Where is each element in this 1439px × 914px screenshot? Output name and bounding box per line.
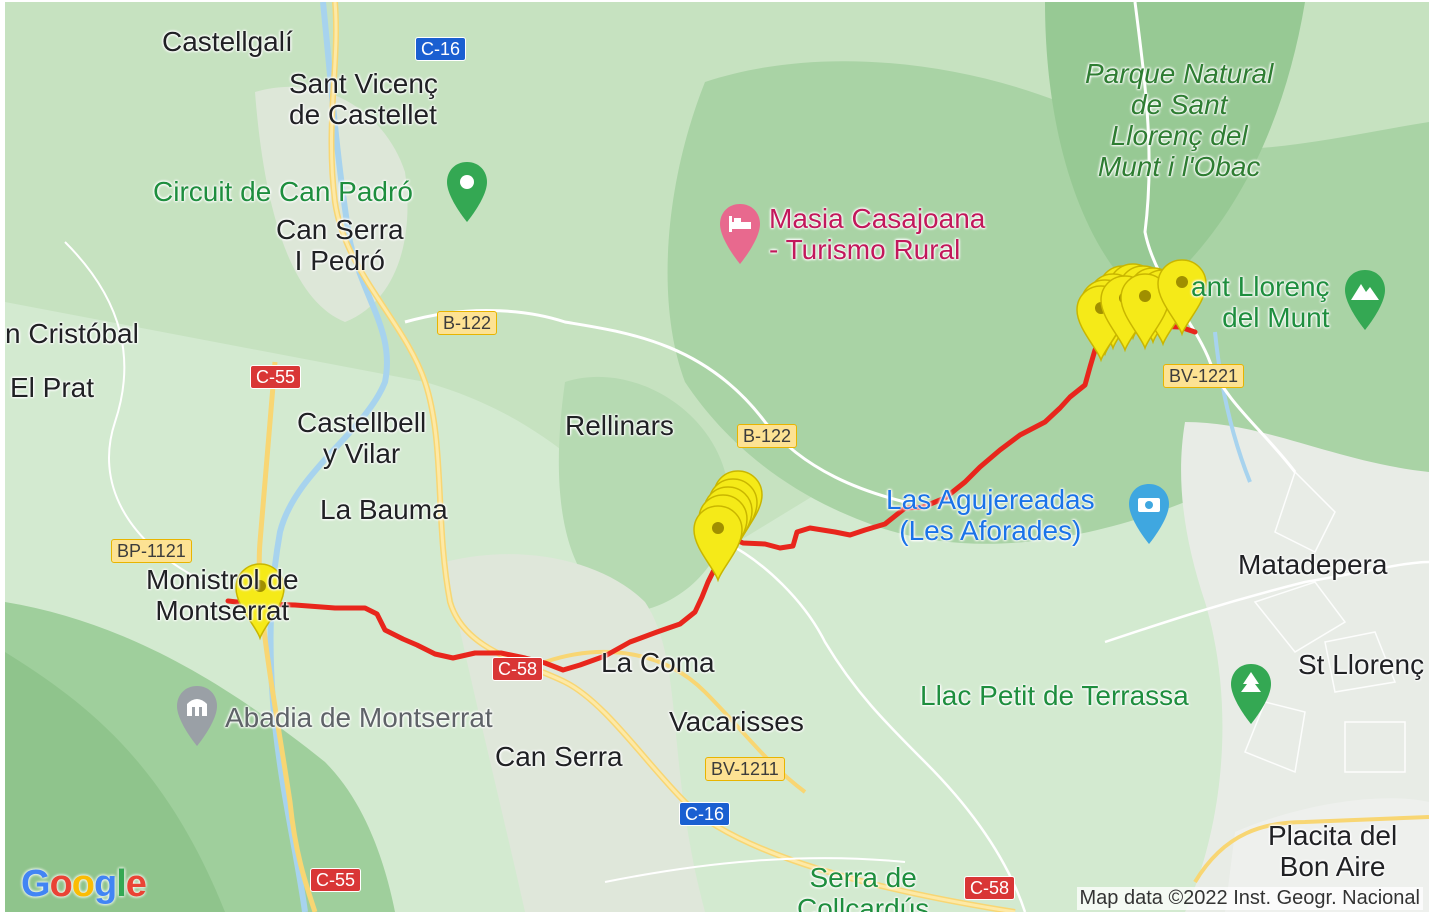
waypoint-marker[interactable] <box>1120 273 1170 351</box>
green-pin-icon[interactable] <box>445 160 489 226</box>
place-sant-llorenc-del-munt: ant Llorenç del Munt <box>1191 271 1330 333</box>
poi-abadia-de-montserrat[interactable]: Abadia de Montserrat <box>225 702 493 733</box>
poi-masia-casajoana[interactable]: Masia Casajoana - Turismo Rural <box>769 203 986 265</box>
road-shield-b122: B-122 <box>437 311 498 335</box>
road-shield-c58: C-58 <box>964 876 1016 900</box>
place-matadepera: Matadepera <box>1238 549 1388 580</box>
tree-pin-icon[interactable] <box>1229 662 1273 728</box>
waypoint-marker[interactable] <box>1157 259 1207 337</box>
road-shield-bv1221: BV-1221 <box>1163 364 1245 388</box>
google-logo: Google <box>21 863 147 905</box>
map-base-terrain <box>5 2 1429 912</box>
place-castellgali: Castellgalí <box>162 26 293 57</box>
place-rellinars: Rellinars <box>565 410 674 441</box>
map-viewport[interactable]: Castellgalí Sant Vicenç de Castellet Can… <box>5 2 1429 912</box>
bed-pin-icon[interactable] <box>718 202 762 268</box>
road-shield-c16: C-16 <box>415 37 467 61</box>
road-shield-c58: C-58 <box>492 657 544 681</box>
place-la-coma: La Coma <box>601 647 715 678</box>
road-shield-bv1211: BV-1211 <box>705 757 785 781</box>
waypoint-marker[interactable] <box>693 505 743 583</box>
place-castellbell-y-vilar: Castellbell y Vilar <box>297 407 427 469</box>
camera-pin-icon[interactable] <box>1127 482 1171 548</box>
place-san-cristobal: n Cristóbal <box>5 318 139 349</box>
place-placita-del-bon-aire: Placita del Bon Aire <box>1268 820 1398 882</box>
road-shield-c55: C-55 <box>250 365 302 389</box>
map-attribution: Map data ©2022 Inst. Geogr. Nacional <box>1076 887 1423 910</box>
waypoint-marker[interactable] <box>235 563 285 641</box>
place-monistrol-de-montserrat: Monistrol de Montserrat <box>146 564 299 626</box>
mountain-pin-icon[interactable] <box>1343 268 1387 334</box>
road-shield-bp1121: BP-1121 <box>111 539 192 563</box>
road-shield-c55: C-55 <box>310 868 362 892</box>
place-el-prat: El Prat <box>10 372 95 403</box>
road-shield-b122: B-122 <box>737 424 798 448</box>
place-la-bauma: La Bauma <box>320 494 448 525</box>
poi-circuit-de-can-padro[interactable]: Circuit de Can Padró <box>153 176 413 207</box>
place-st-llorenc: St Llorenç <box>1298 649 1425 680</box>
poi-llac-petit-de-terrassa[interactable]: Llac Petit de Terrassa <box>920 680 1189 711</box>
poi-las-agujereadas[interactable]: Las Agujereadas (Les Aforades) <box>886 484 1095 546</box>
place-sant-vicenc-de-castellet: Sant Vicenç de Castellet <box>289 68 438 130</box>
road-shield-c16: C-16 <box>679 802 731 826</box>
route-line[interactable] <box>225 322 1198 673</box>
park-label: Parque Natural de Sant Llorenç del Munt … <box>1085 58 1274 182</box>
place-serra-de-collcardus: Serra de Collcardús <box>797 862 930 912</box>
place-vacarisses: Vacarisses <box>669 706 804 737</box>
route-layer <box>225 259 1207 673</box>
place-can-serra: Can Serra <box>495 741 623 772</box>
place-can-serra-i-pedro: Can Serra I Pedró <box>276 214 404 276</box>
church-pin-icon[interactable] <box>175 684 219 750</box>
